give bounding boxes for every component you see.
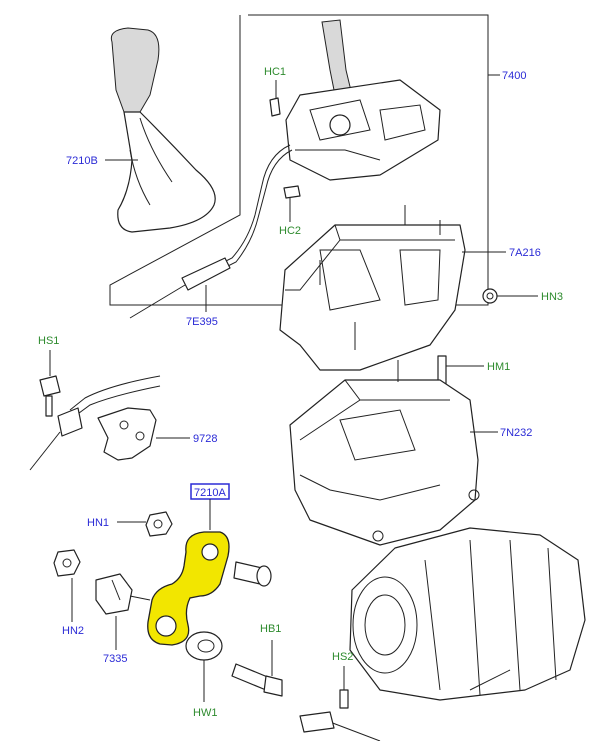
- upper-housing: [279, 205, 466, 371]
- callout-hn1: HN1: [87, 517, 109, 529]
- callout-hm1: HM1: [487, 361, 510, 373]
- bolt-hb1: [231, 640, 283, 697]
- stud-hm1: [437, 355, 484, 385]
- assembly-bracket-7400: [109, 14, 489, 306]
- callout-7a216: 7A216: [509, 247, 541, 259]
- callout-hn2: HN2: [62, 625, 84, 637]
- callout-hc1: HC1: [264, 66, 286, 78]
- callout-hb1: HB1: [260, 623, 281, 635]
- callout-7335: 7335: [103, 653, 127, 665]
- transmission: [299, 527, 586, 741]
- highlighted-lever-7210a[interactable]: [147, 531, 230, 646]
- callout-7210b: 7210B: [66, 155, 98, 167]
- lever-bolt: [233, 561, 272, 587]
- shift-cable: [129, 144, 293, 319]
- screw-hs1: [39, 350, 61, 417]
- callout-hn3: HN3: [541, 291, 563, 303]
- callout-hs2: HS2: [332, 651, 353, 663]
- callout-9728: 9728: [193, 433, 217, 445]
- nut-hn2: [53, 549, 81, 622]
- nut-hn3: [482, 288, 538, 304]
- callout-7400: 7400: [502, 70, 526, 82]
- callout-hs1: HS1: [38, 335, 59, 347]
- callout-7210a[interactable]: 7210A: [194, 487, 226, 499]
- clip-hc2: [283, 185, 301, 222]
- lower-housing: [289, 360, 480, 546]
- nut-hn1: [117, 511, 173, 537]
- washer-hw1: [185, 631, 223, 702]
- callout-hw1: HW1: [193, 707, 217, 719]
- gear-selector-assembly: [285, 19, 441, 181]
- bush-7335: [95, 573, 151, 650]
- bracket-9728: [97, 407, 190, 461]
- clip-hc1: [269, 80, 281, 117]
- callout-7e395: 7E395: [186, 316, 218, 328]
- callout-hc2: HC2: [279, 225, 301, 237]
- shift-knob: [110, 27, 216, 233]
- cable-end: [29, 375, 161, 471]
- callout-7n232: 7N232: [500, 427, 532, 439]
- screw-hs2: [339, 666, 349, 709]
